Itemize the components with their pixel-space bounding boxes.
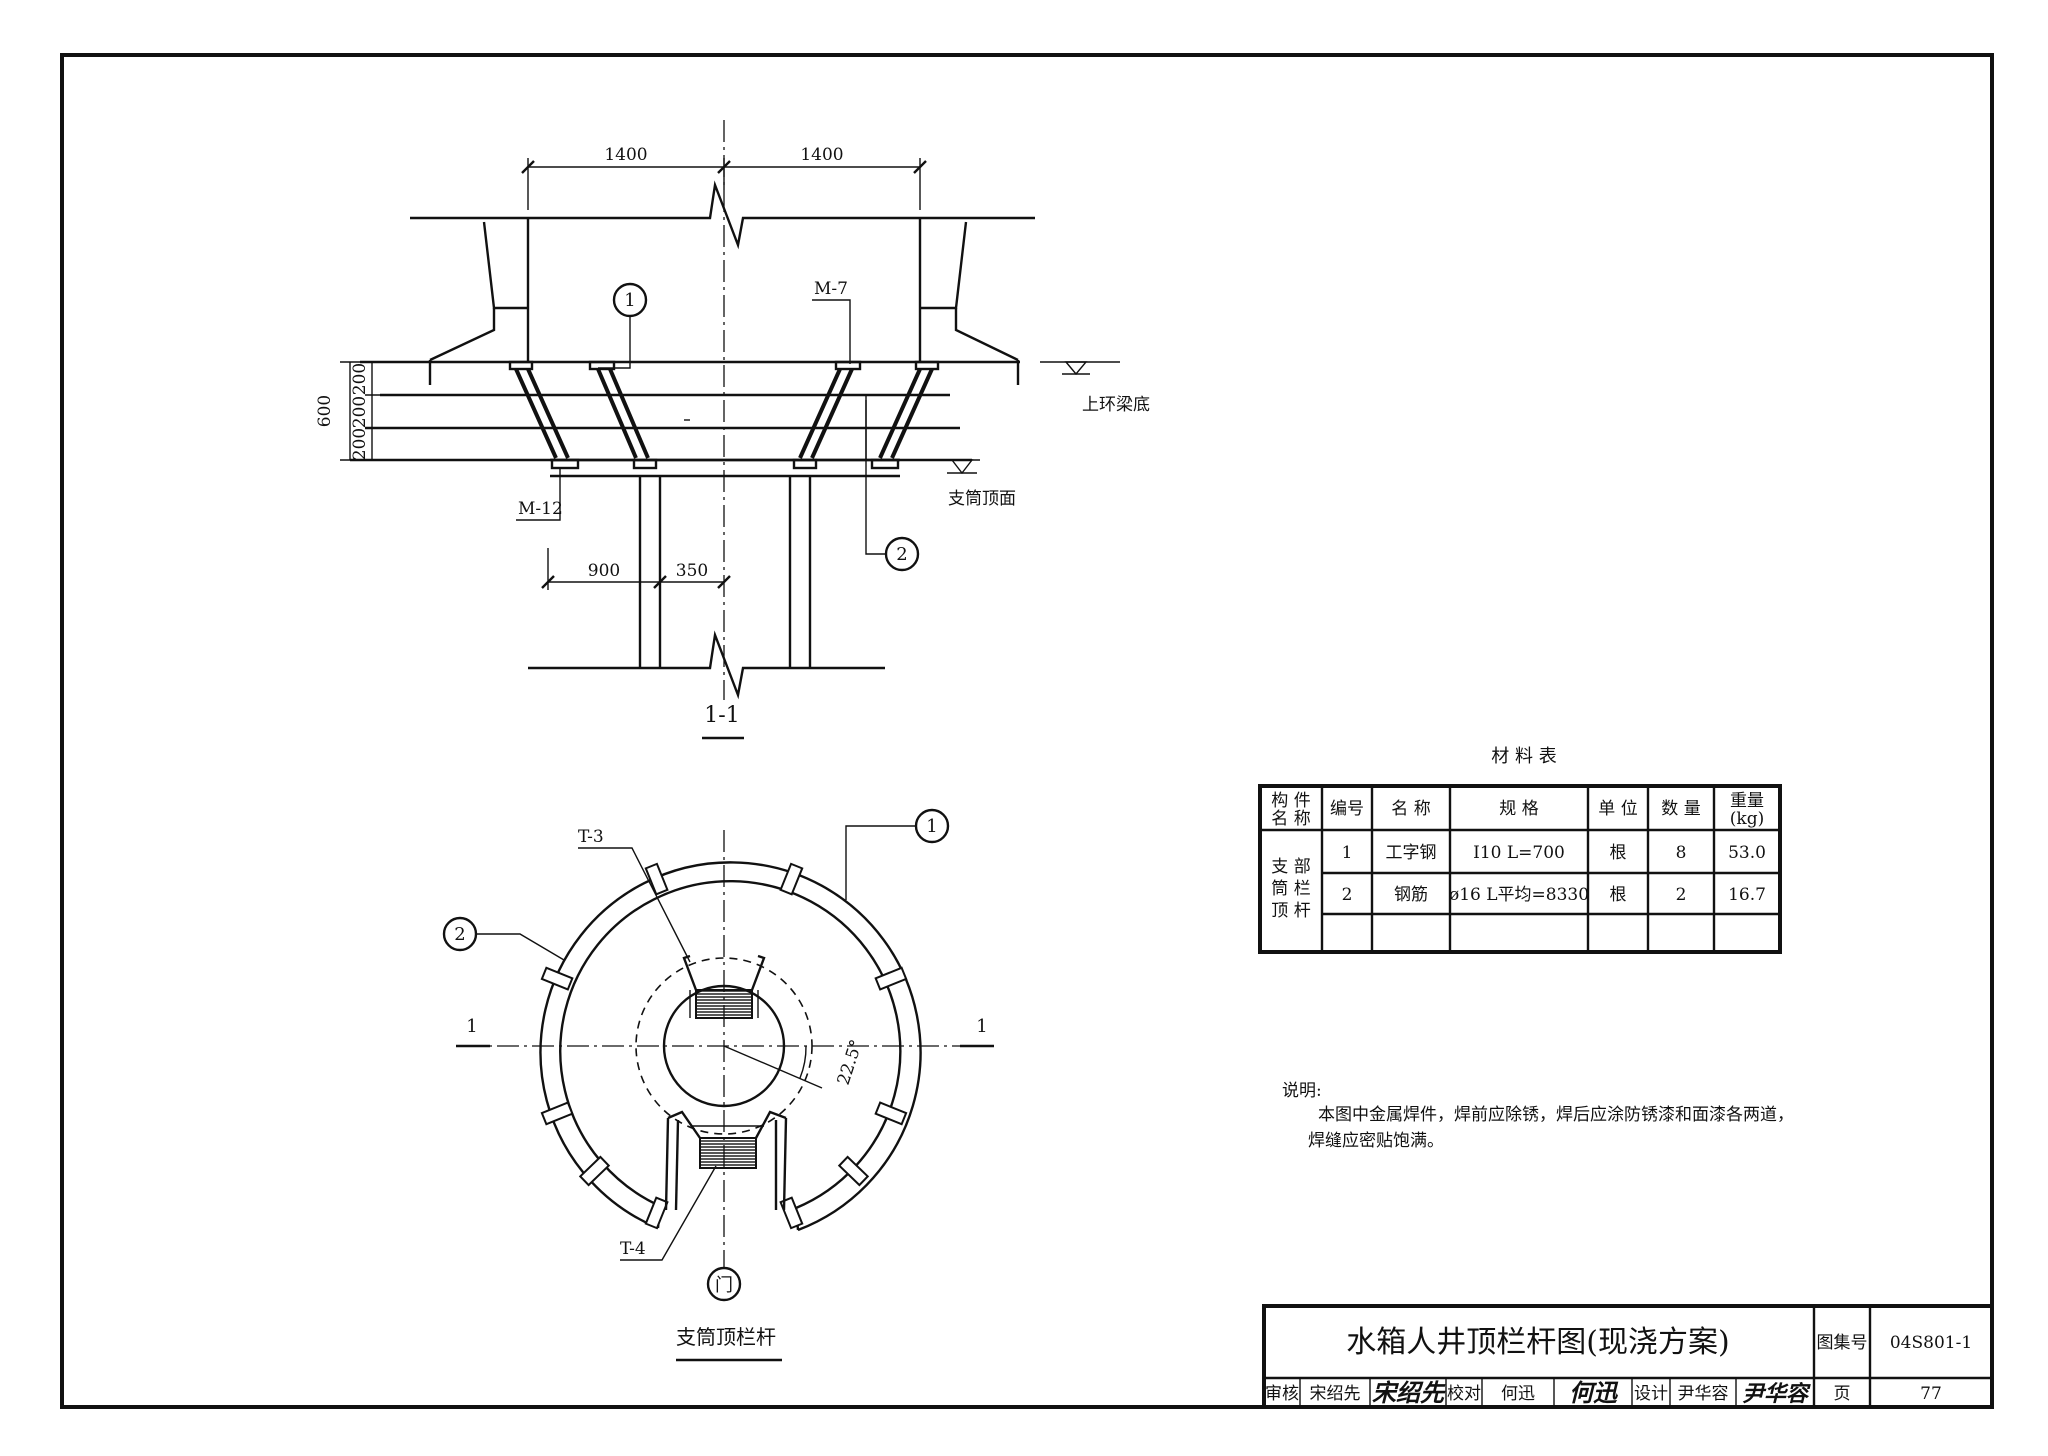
table-row-2-qty: 2 — [1676, 885, 1687, 905]
page-number: 77 — [1920, 1384, 1942, 1404]
th-weight-1: 重量 — [1730, 791, 1764, 811]
check-label: 校对 — [1447, 1384, 1481, 1404]
ring-post-1 — [644, 862, 669, 896]
ring-post-3 — [874, 966, 908, 991]
level-shaft-top: 支筒顶面 — [948, 489, 1016, 509]
table-row-1-no: 1 — [1342, 843, 1353, 863]
designer-name: 尹华容 — [1678, 1384, 1729, 1404]
section-callout-1: 1 — [624, 290, 635, 311]
atlas-label: 图集号 — [1817, 1333, 1868, 1353]
angle-22-5: 22.5° — [834, 1037, 867, 1087]
dim-vertical-200-c: 200 — [350, 428, 370, 460]
drawing-title: 水箱人井顶栏杆图(现浇方案) — [1346, 1325, 1729, 1360]
tag-t4: T-4 — [620, 1239, 646, 1259]
ring-post-5 — [779, 1196, 804, 1230]
dim-vertical-200-b: 200 — [350, 396, 370, 428]
door-marker: 门 — [715, 1275, 733, 1296]
component-line-1: 支 部 — [1271, 857, 1310, 877]
table-row-2-weight: 16.7 — [1728, 885, 1766, 905]
th-spec: 规 格 — [1499, 799, 1538, 819]
notes: 说明: 本图中金属焊件，焊前应除锈，焊后应涂防锈漆和面漆各两道， 焊缝应密贴饱满… — [1282, 1081, 1794, 1151]
th-unit: 单 位 — [1598, 799, 1637, 819]
th-name: 名 称 — [1391, 799, 1430, 819]
title-block: 水箱人井顶栏杆图(现浇方案) 图集号 04S801-1 审核 宋绍先 宋绍先 校… — [1262, 1304, 1994, 1409]
table-row-1-unit: 根 — [1610, 843, 1627, 863]
dim-vertical-600: 600 — [315, 395, 335, 427]
ring-post-6 — [644, 1196, 669, 1230]
th-component-2: 名 称 — [1271, 809, 1310, 829]
design-label: 设计 — [1634, 1384, 1668, 1404]
notes-heading: 说明: — [1282, 1081, 1322, 1101]
designer-signature: 尹华容 — [1742, 1381, 1811, 1407]
section-1-1: 1400 1400 上环梁底 — [315, 120, 1150, 740]
cut-mark-right: 1 — [976, 1016, 987, 1037]
plan-callout-1: 1 — [926, 816, 937, 837]
ring-post-7 — [540, 1101, 574, 1126]
plan-title: 支筒顶栏杆 — [676, 1325, 776, 1349]
checker-name: 何迅 — [1501, 1384, 1535, 1404]
notes-line-1: 本图中金属焊件，焊前应除锈，焊后应涂防锈漆和面漆各两道， — [1318, 1105, 1794, 1125]
component-line-2: 筒 栏 — [1271, 879, 1310, 899]
component-line-3: 顶 杆 — [1271, 901, 1310, 921]
table-row-2-unit: 根 — [1610, 885, 1627, 905]
dim-left-1400: 1400 — [604, 145, 647, 165]
table-row-2-no: 2 — [1342, 885, 1353, 905]
plan-callout-2: 2 — [454, 924, 465, 945]
reviewer-signature: 宋绍先 — [1372, 1378, 1446, 1407]
tag-t3: T-3 — [578, 827, 604, 847]
dim-vertical-200-a: 200 — [350, 363, 370, 395]
checker-signature: 何迅 — [1569, 1378, 1619, 1407]
ring-post-10 — [837, 1155, 870, 1187]
review-label: 审核 — [1265, 1384, 1299, 1404]
dim-right-1400: 1400 — [800, 145, 843, 165]
ring-post-4 — [874, 1101, 908, 1126]
th-no: 编号 — [1330, 799, 1364, 819]
dim-base-900: 900 — [588, 561, 620, 581]
section-callout-2: 2 — [896, 544, 907, 565]
table-row-1-name: 工字钢 — [1386, 843, 1437, 863]
level-ring-beam-bottom: 上环梁底 — [1082, 395, 1150, 415]
ring-post-9 — [578, 1155, 611, 1187]
section-title: 1-1 — [704, 703, 739, 728]
table-row-1-spec: I10 L=700 — [1473, 843, 1565, 863]
th-qty: 数 量 — [1661, 799, 1700, 819]
plan-railing: 1 1 22.5° 1 — [442, 808, 994, 1362]
tag-m7: M-7 — [814, 279, 848, 299]
table-row-1-qty: 8 — [1676, 843, 1687, 863]
th-weight-2: (kg) — [1730, 809, 1764, 829]
cut-mark-left: 1 — [466, 1016, 477, 1037]
atlas-number: 04S801-1 — [1890, 1333, 1972, 1353]
notes-line-2: 焊缝应密贴饱满。 — [1308, 1131, 1444, 1151]
material-table: 材 料 表 构 件 名 称 编号 名 称 规 格 单 位 数 量 重量 (kg)… — [1258, 746, 1782, 954]
page-label: 页 — [1834, 1384, 1851, 1404]
reviewer-name: 宋绍先 — [1310, 1384, 1361, 1404]
sheet-border — [60, 53, 1994, 1409]
material-table-title: 材 料 表 — [1491, 746, 1556, 767]
table-row-2-name: 钢筋 — [1394, 885, 1428, 905]
dim-base-350: 350 — [676, 561, 708, 581]
tag-m12: M-12 — [518, 499, 563, 519]
ring-post-2 — [779, 862, 804, 896]
ring-post-8 — [540, 966, 574, 991]
th-component-1: 构 件 — [1271, 791, 1310, 811]
table-row-2-spec: ø16 L平均=8330 — [1449, 885, 1589, 905]
table-row-1-weight: 53.0 — [1728, 843, 1766, 863]
